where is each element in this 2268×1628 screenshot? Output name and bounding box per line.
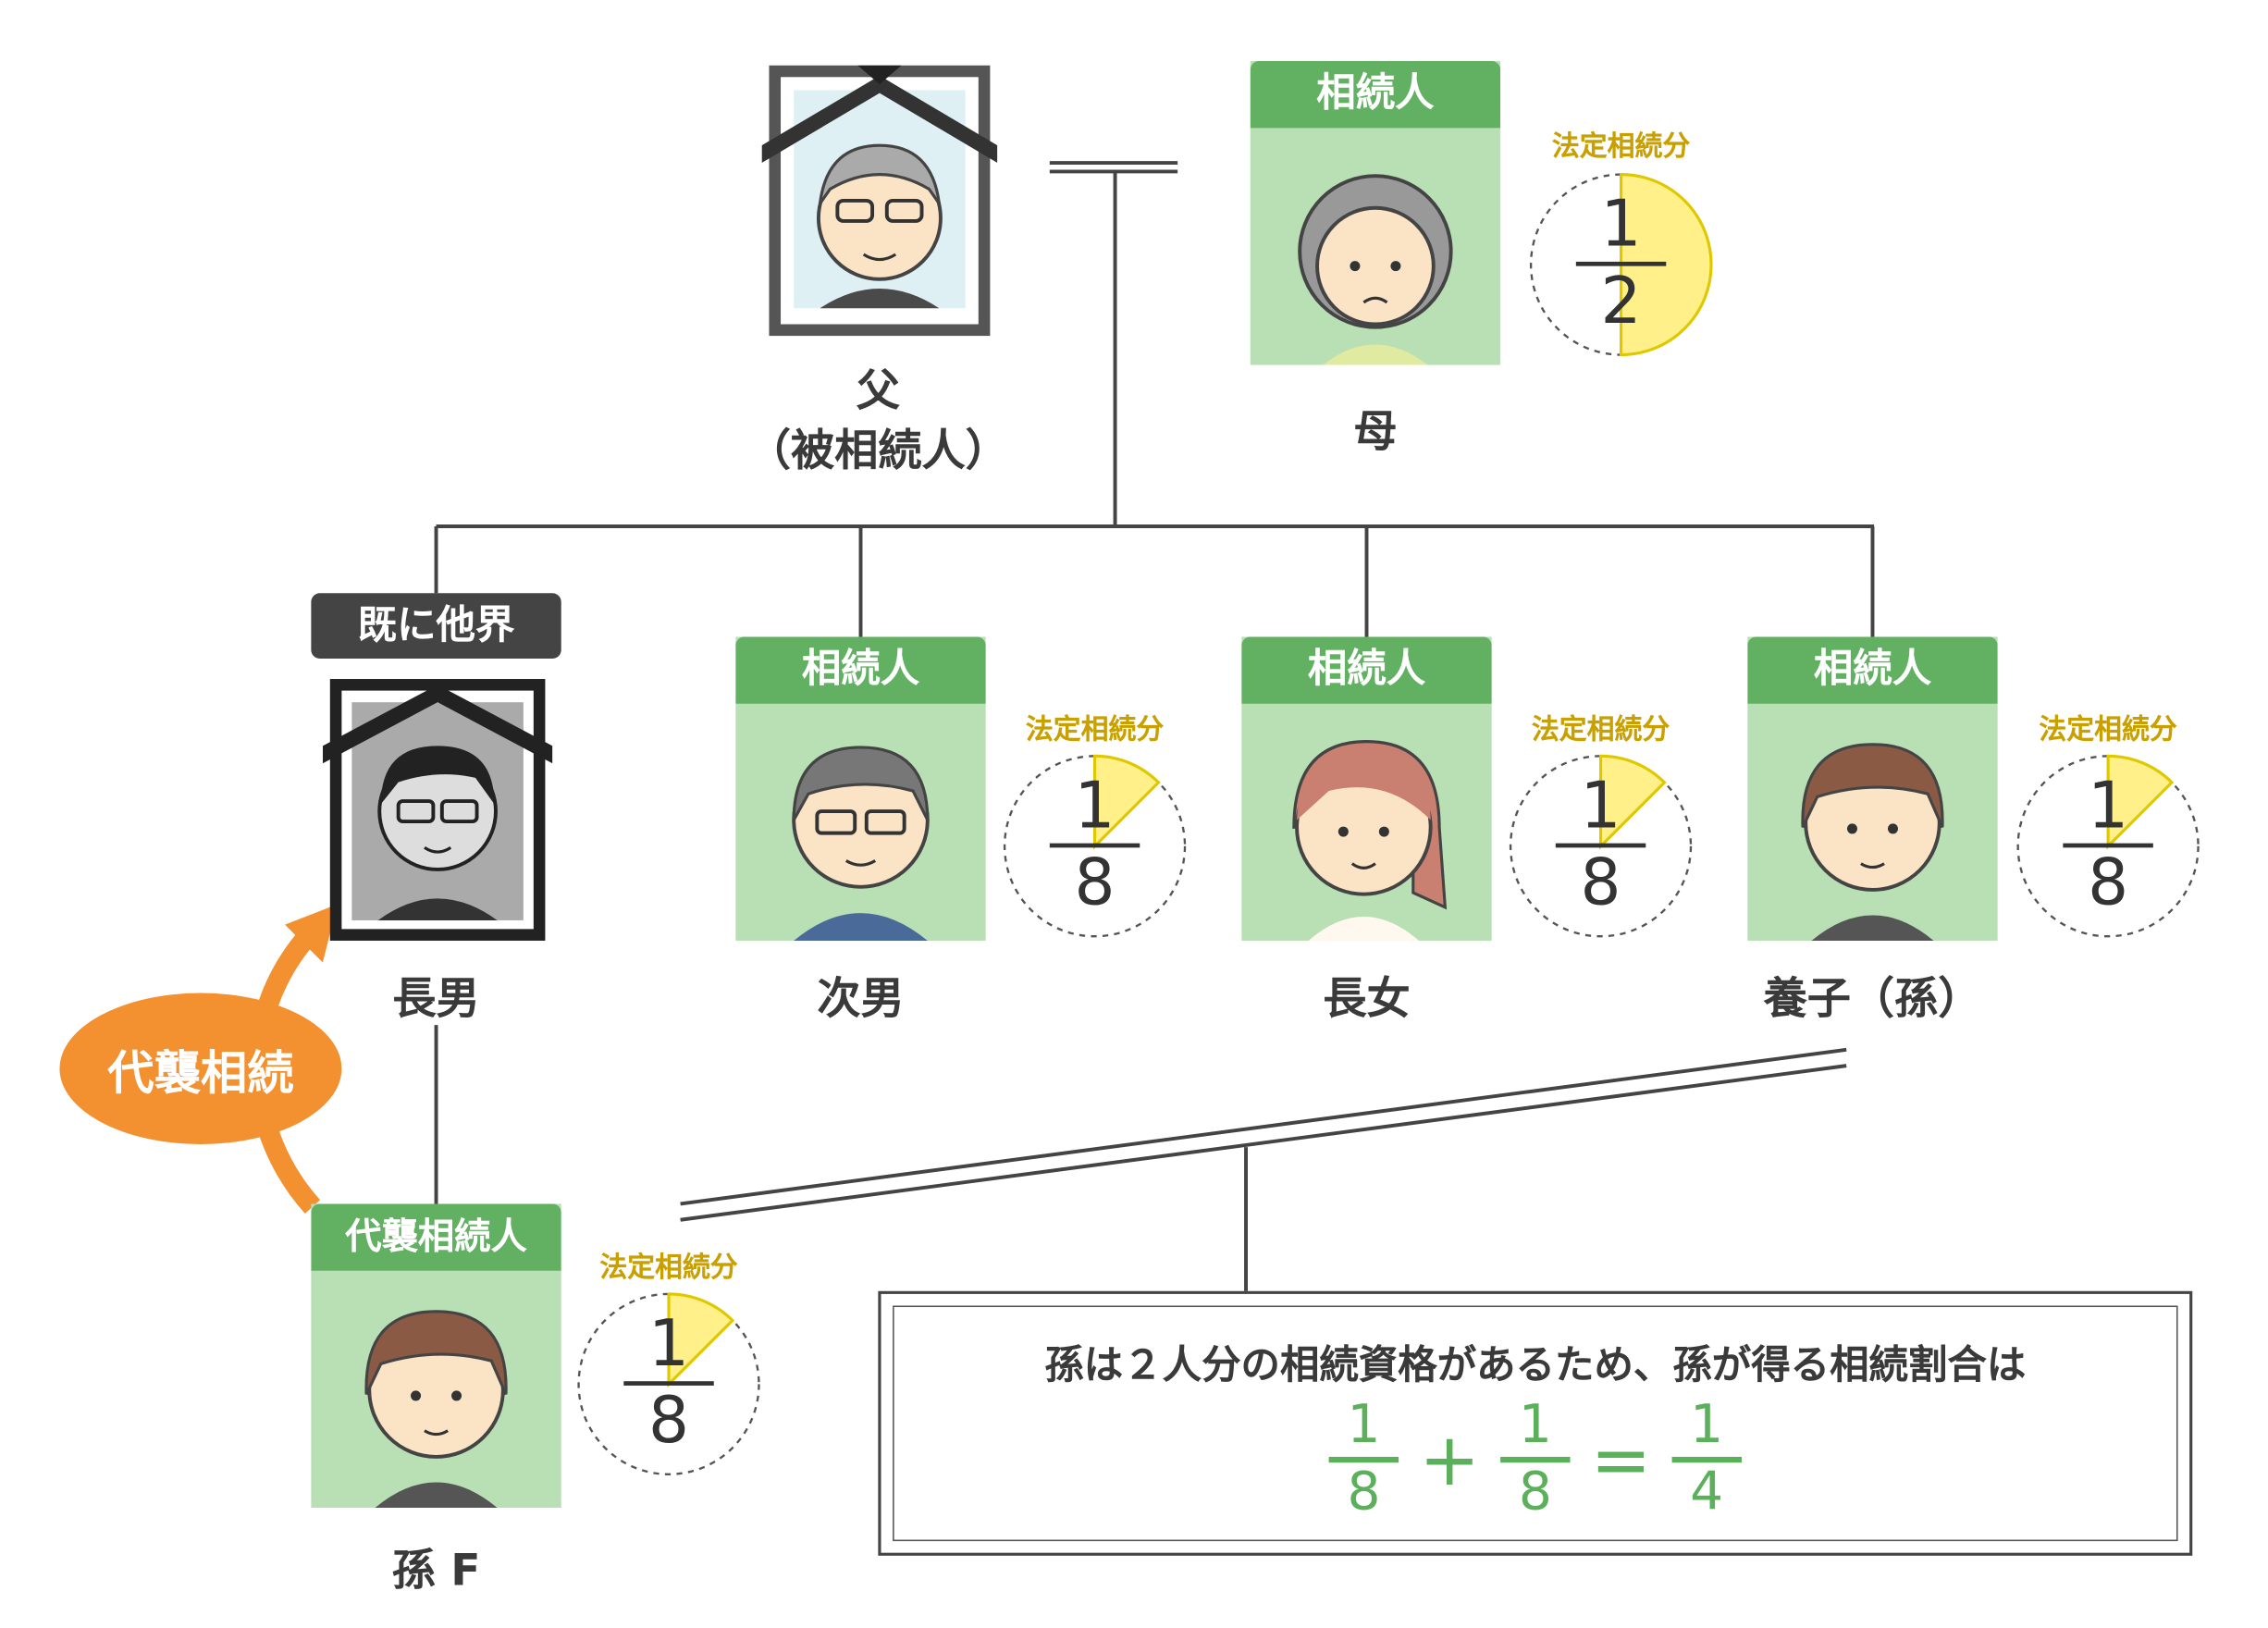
share-label: 法定相続分 (1531, 713, 1670, 746)
share-pie (1509, 754, 1693, 938)
share-pie (577, 1292, 760, 1475)
denominator: 8 (1074, 845, 1116, 920)
equals-sign: = (1590, 1417, 1652, 1502)
numerator: 1 (1074, 769, 1116, 844)
father-portrait (761, 65, 998, 337)
pie-slice (667, 1292, 735, 1388)
grandchild-card: 代襲相続人 (311, 1203, 561, 1508)
denominator: 8 (1347, 1462, 1381, 1523)
share-label: 法定相続分 (599, 1252, 738, 1284)
numerator: 1 (1690, 1395, 1724, 1456)
mother-name: 母 (1353, 407, 1398, 459)
pie-slice (2106, 754, 2175, 850)
daishu-label: 代襲相続 (107, 1045, 294, 1101)
second-son-name: 次男 (817, 974, 905, 1026)
denominator: 4 (1690, 1462, 1724, 1523)
mother-card: 相続人 (1250, 61, 1501, 365)
plus-sign: + (1419, 1417, 1481, 1502)
numerator: 1 (1518, 1395, 1552, 1456)
share-pie (1003, 754, 1187, 938)
heir-badge: 相続人 (1250, 61, 1501, 129)
denominator: 2 (1600, 265, 1642, 339)
heir-badge: 相続人 (1241, 636, 1492, 704)
adopted-child-name: 養子（孫） (1763, 974, 1982, 1026)
arrow-head-icon (285, 904, 338, 963)
eldest-son-portrait (322, 679, 553, 941)
eldest-daughter-avatar (1292, 740, 1448, 941)
eldest-daughter-card: 相続人 (1241, 636, 1492, 941)
numerator: 1 (648, 1307, 690, 1382)
numerator: 1 (1600, 187, 1642, 262)
pie-slice (1092, 754, 1161, 850)
father-name: 父 (856, 366, 900, 418)
second-son-avatar (792, 746, 930, 941)
heir-badge: 相続人 (735, 636, 986, 704)
numerator: 1 (1580, 769, 1621, 844)
deceased-badge: 既に他界 (311, 593, 561, 660)
denominator: 8 (1580, 845, 1621, 920)
substitute-heir-badge: 代襲相続人 (311, 1203, 561, 1271)
mother-avatar (1298, 174, 1453, 365)
numerator: 1 (1347, 1395, 1381, 1456)
adopted-child-avatar (1801, 743, 1944, 941)
numerator: 1 (2088, 769, 2129, 844)
note-text: 孫は２人分の相続資格があるため、孫が得る相続割合は (1044, 1343, 2027, 1389)
share-label: 法定相続分 (2039, 713, 2177, 746)
eldest-daughter-name: 長女 (1323, 974, 1411, 1026)
arrow-label-bubble (59, 993, 342, 1145)
denominator: 8 (2088, 845, 2129, 920)
eldest-son-name: 長男 (392, 974, 480, 1026)
grandchild-avatar (364, 1310, 508, 1508)
pie-slice (1598, 754, 1667, 850)
share-label: 法定相続分 (1551, 130, 1691, 164)
adopted-child-card: 相続人 (1747, 636, 1998, 941)
share-pie (2016, 754, 2200, 938)
share-label: 法定相続分 (1025, 713, 1165, 746)
grandchild-name: 孫 F (391, 1545, 481, 1597)
father-role: （被相続人） (746, 426, 1009, 477)
heir-badge: 相続人 (1747, 636, 1998, 704)
denominator: 8 (648, 1384, 690, 1459)
second-son-card: 相続人 (735, 636, 986, 941)
denominator: 8 (1518, 1462, 1552, 1523)
